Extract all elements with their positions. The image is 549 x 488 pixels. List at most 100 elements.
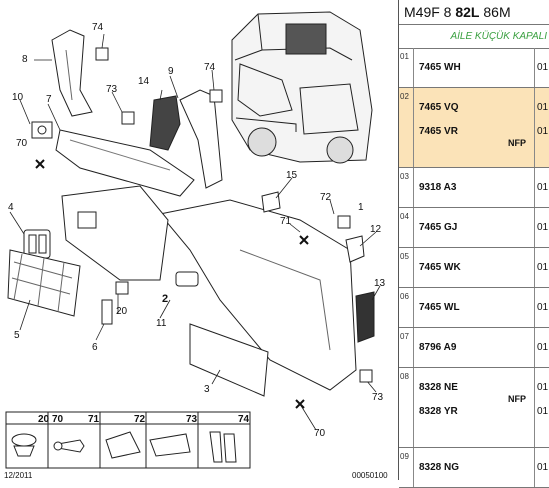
part-reference-alt: 7465 VR [419, 126, 458, 137]
row-index: 08 [400, 372, 409, 381]
parts-row[interactable]: 05 7465 WK 01 [399, 248, 549, 288]
callout-5: 5 [14, 330, 20, 341]
callout-4: 4 [8, 202, 14, 213]
callout-labels: 8 10 7 70 74 14 9 74 73 15 72 71 12 13 7… [8, 22, 386, 439]
model-header: M49F 8 82L 86M [399, 0, 549, 25]
callout-12: 12 [370, 224, 382, 235]
vehicle-thumbnail [231, 11, 373, 164]
part-8-pillar [51, 29, 93, 117]
part-12 [345, 235, 365, 263]
callout-7: 7 [46, 94, 52, 105]
legend-73: 73 [186, 414, 198, 425]
part-reference: 8328 NG [419, 462, 460, 473]
part-quantity: 01 [537, 342, 549, 353]
callout-74-b: 74 [204, 62, 216, 73]
parts-row[interactable]: 03 9318 A3 01 [399, 168, 549, 208]
parts-table: M49F 8 82L 86M AİLE KÜÇÜK KAPALI 01 7465 … [398, 0, 549, 488]
row-index: 04 [400, 212, 409, 221]
part-quantity-alt: 01 [537, 406, 549, 417]
callout-11: 11 [156, 318, 167, 329]
legend-72: 72 [134, 414, 146, 425]
legend-20: 20 [38, 414, 50, 425]
model-suffix: 86M [483, 4, 511, 20]
callout-9: 9 [168, 66, 174, 77]
legend-70: 70 [52, 414, 64, 425]
part-reference: 7465 WH [419, 62, 461, 73]
footer-code: 00050100 [352, 471, 388, 480]
part-reference: 7465 WL [419, 302, 460, 313]
part-quantity-alt: 01 [537, 126, 549, 137]
part-reference: 7465 WK [419, 262, 461, 273]
part-reference-alt: 8328 YR [419, 406, 458, 417]
part-14 [149, 95, 181, 151]
nfp-flag-alt: NFP [508, 138, 526, 148]
fastener-crosses [35, 159, 309, 409]
callout-10: 10 [12, 92, 24, 103]
part-quantity: 01 [537, 102, 549, 113]
fastener-boxes [95, 47, 373, 383]
row-index: 02 [400, 92, 409, 101]
part-reference: 7465 VQ [419, 102, 459, 113]
part-5-mesh [7, 249, 81, 317]
row-index: 03 [400, 172, 409, 181]
callout-71: 71 [280, 216, 292, 227]
vehicle-subtitle: AİLE KÜÇÜK KAPALI [399, 25, 549, 49]
part-4 [23, 229, 51, 259]
legend-74: 74 [238, 414, 250, 425]
callout-3: 3 [204, 384, 210, 395]
callout-8: 8 [22, 54, 28, 65]
part-reference: 7465 GJ [419, 222, 458, 233]
parts-row[interactable]: 04 7465 GJ 01 [399, 208, 549, 248]
parts-row[interactable]: 01 7465 WH 01 [399, 48, 549, 88]
callout-6: 6 [92, 342, 98, 353]
part-reference: 8796 A9 [419, 342, 457, 353]
callout-20: 20 [116, 306, 128, 317]
part-reference: 8328 NE [419, 382, 458, 393]
part-quantity: 01 [537, 222, 549, 233]
part-10-plate [31, 121, 53, 139]
parts-row[interactable]: 09 8328 NG 01 [399, 448, 549, 488]
callout-73-a: 73 [106, 84, 118, 95]
callout-73-b: 73 [372, 392, 384, 403]
part-13 [355, 291, 375, 343]
model-bold: 82L [455, 4, 480, 20]
part-reference: 9318 A3 [419, 182, 457, 193]
callout-2: 2 [162, 293, 168, 305]
part-3 [189, 323, 269, 397]
callout-1: 1 [358, 202, 364, 213]
callout-72: 72 [320, 192, 332, 203]
row-index: 07 [400, 332, 409, 341]
part-quantity: 01 [537, 62, 549, 73]
exploded-parts-diagram: 8 10 7 70 74 14 9 74 73 15 72 71 12 13 7… [4, 11, 388, 480]
part-quantity: 01 [537, 382, 549, 393]
part-quantity: 01 [537, 262, 549, 273]
part-7-trim [55, 129, 195, 197]
callout-14: 14 [138, 76, 150, 87]
callout-74-a: 74 [92, 22, 104, 33]
model-prefix: M49F 8 [404, 4, 452, 20]
part-quantity: 01 [537, 182, 549, 193]
part-2-panel [61, 185, 169, 281]
row-index: 06 [400, 292, 409, 301]
row-index: 09 [400, 452, 409, 461]
part-quantity: 01 [537, 462, 549, 473]
part-9-pillar [179, 89, 223, 189]
part-quantity: 01 [537, 302, 549, 313]
nfp-flag: NFP [508, 394, 526, 404]
row-index: 05 [400, 252, 409, 261]
footer-date: 12/2011 [4, 471, 33, 480]
part-6-clip [101, 299, 113, 325]
parts-row[interactable]: 06 7465 WL 01 [399, 288, 549, 328]
callout-15: 15 [286, 170, 298, 181]
callout-70-a: 70 [16, 138, 28, 149]
leader-lines [9, 33, 381, 431]
parts-row[interactable]: 07 8796 A9 01 [399, 328, 549, 368]
legend-71: 71 [88, 414, 100, 425]
part-15 [261, 191, 281, 213]
callout-13: 13 [374, 278, 386, 289]
callout-70-b: 70 [314, 428, 326, 439]
row-index: 01 [400, 52, 409, 61]
fastener-legend: 20 70 71 72 73 74 [5, 411, 251, 469]
